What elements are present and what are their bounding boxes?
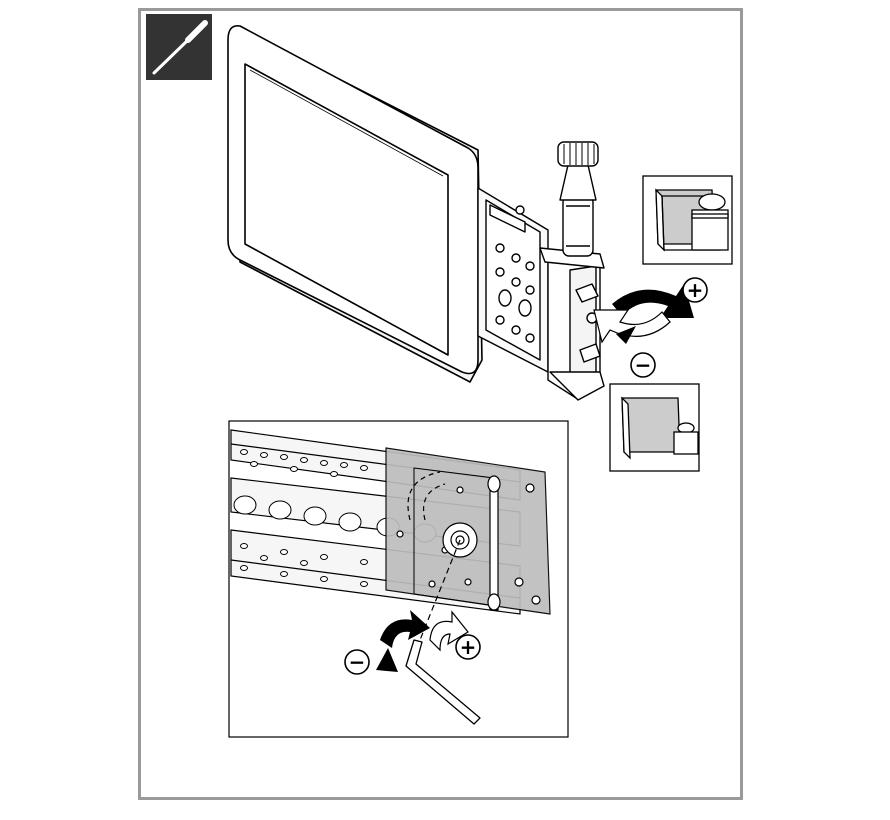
screwdriver-icon: [146, 14, 212, 80]
svg-text:−: −: [635, 353, 652, 377]
detail-inset: − +: [228, 420, 569, 738]
inset-increase-symbol: +: [455, 634, 481, 660]
decrease-symbol: −: [630, 352, 656, 378]
monitor: [227, 24, 483, 383]
heavy-weight-icon: [642, 175, 733, 265]
monitor-screen: [244, 63, 449, 356]
svg-text:−: −: [349, 650, 366, 674]
inset-decrease-symbol: −: [344, 649, 370, 675]
increase-symbol: +: [682, 277, 708, 303]
svg-text:+: +: [687, 278, 704, 302]
inset-rotation-arrows: [376, 610, 469, 672]
upper-rotation-arrows: [593, 284, 694, 344]
mounting-bracket: [477, 141, 605, 401]
light-weight-icon: [609, 383, 700, 472]
hex-key: [405, 639, 481, 725]
svg-text:+: +: [460, 635, 477, 659]
